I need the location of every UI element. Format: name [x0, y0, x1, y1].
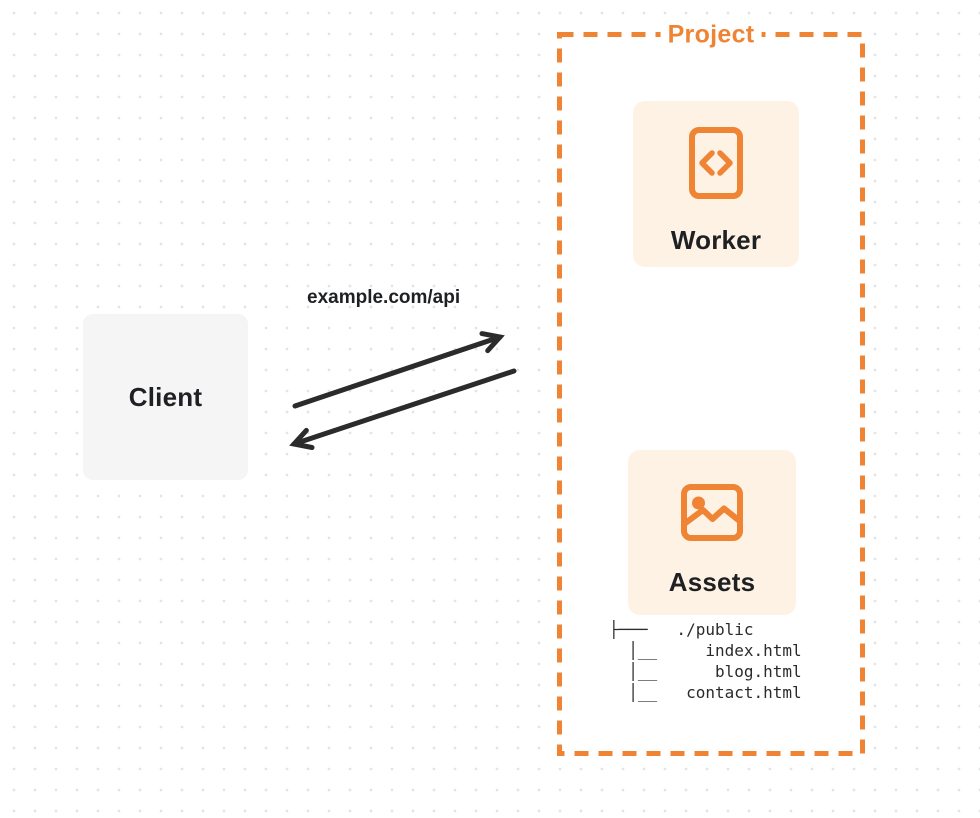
image-icon: [681, 484, 743, 541]
client-node: Client: [83, 314, 248, 480]
assets-label: Assets: [668, 567, 756, 597]
client-label: Client: [128, 381, 203, 412]
assets-node: Assets: [628, 450, 796, 615]
request-arrow: [292, 331, 505, 409]
file-tree-line-blog: │__ blog.html: [609, 662, 802, 681]
response-arrow: [289, 368, 517, 451]
file-tree-line-index: │__ index.html: [609, 641, 802, 660]
project-label: Project: [660, 20, 762, 50]
worker-node: Worker: [633, 101, 799, 267]
file-tree-line-contact: │__ contact.html: [609, 683, 802, 702]
file-tree-line-public: ├─── ./public: [609, 620, 754, 639]
assets-file-tree: ├─── ./public │__ index.html │__ blog.ht…: [609, 619, 802, 703]
code-document-icon: [689, 127, 743, 199]
worker-label: Worker: [670, 225, 762, 255]
request-route-label: example.com/api: [307, 287, 461, 308]
